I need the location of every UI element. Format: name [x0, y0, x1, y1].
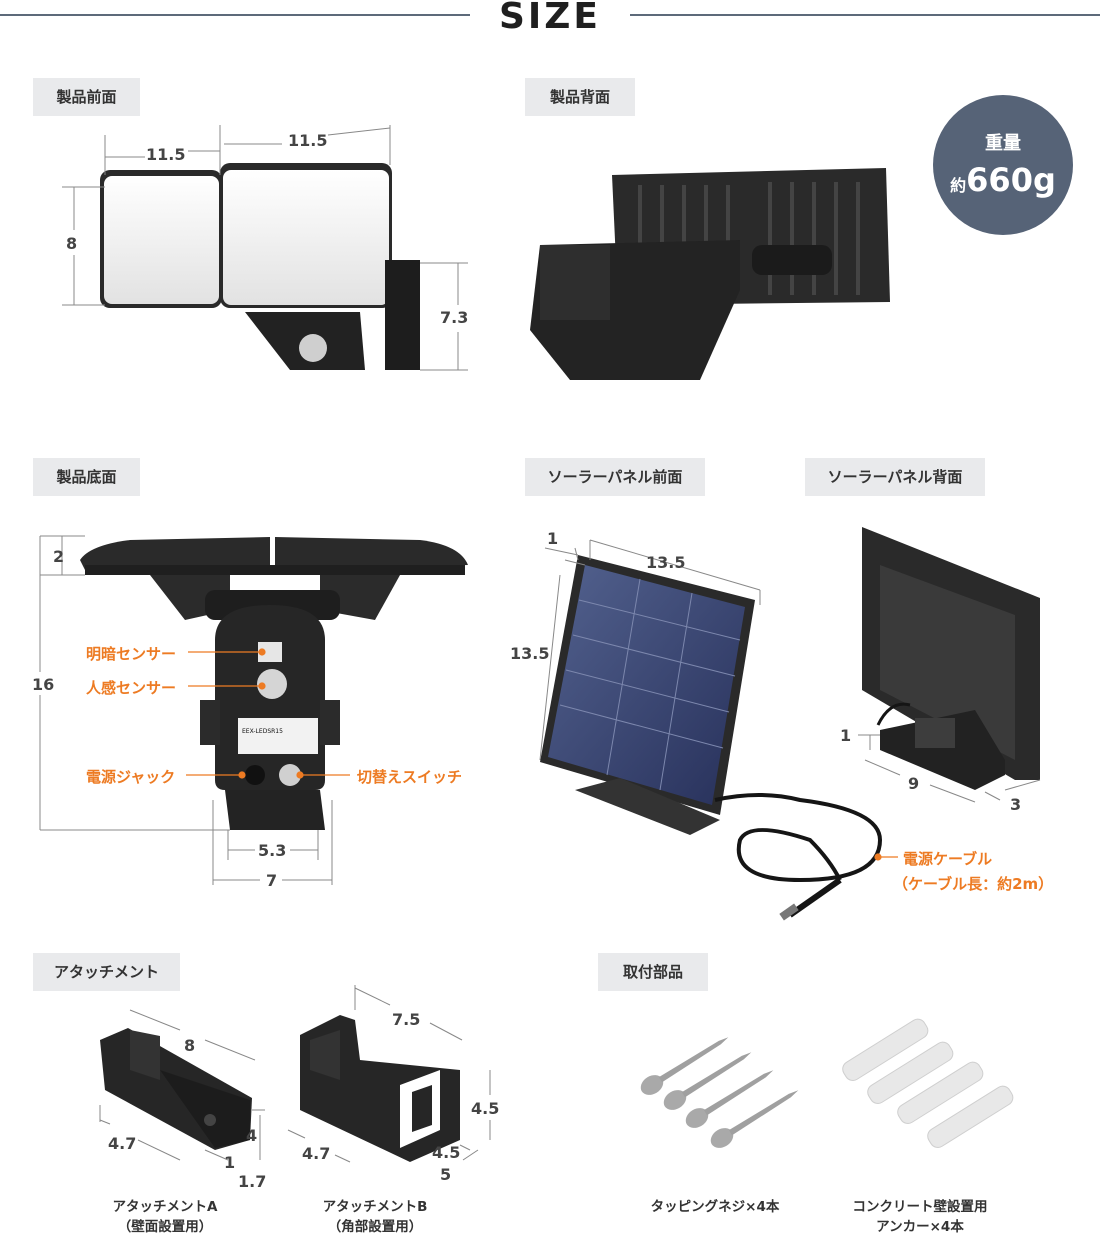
caption-attachment-a-use: （壁面設置用）: [117, 1219, 213, 1235]
dim-bottom-h: 16: [32, 675, 55, 694]
dim-att-a-b: 1.7: [238, 1172, 267, 1191]
callout-cable-length: （ケーブル長：約2m）: [893, 875, 1054, 893]
tag-bottom: 製品底面: [33, 458, 140, 496]
dim-panel-front-width: 13.5: [646, 553, 686, 572]
dim-panel-front-height: 13.5: [510, 644, 550, 663]
caption-attachment-b: アタッチメントB （角部設置用）: [300, 1197, 450, 1237]
screws-group: [640, 1037, 799, 1148]
tag-front: 製品前面: [33, 78, 140, 116]
dim-panel-back-d: 3: [1010, 795, 1022, 814]
caption-anchors-count: アンカー×4本: [876, 1219, 964, 1235]
dim-att-a-h: 4: [246, 1126, 258, 1145]
dim-att-a-t: 1: [224, 1153, 236, 1172]
dim-bottom-w2: 7: [266, 871, 278, 890]
attachment-a: [100, 1028, 252, 1150]
dim-att-b-w: 7.5: [392, 1010, 421, 1029]
tag-panel-front: ソーラーパネル前面: [525, 458, 705, 496]
caption-anchors-use: コンクリート壁設置用: [852, 1199, 988, 1215]
header-line-right: [630, 14, 1100, 16]
front-view-lamp: [100, 163, 420, 370]
callout-motion-sensor: 人感センサー: [86, 679, 177, 697]
caption-screws: タッピングネジ×4本: [630, 1197, 800, 1217]
anchors-group: [842, 1018, 1014, 1148]
callout-power-jack: 電源ジャック: [86, 768, 176, 786]
weight-label: 重量: [985, 133, 1021, 154]
dim-front-h: 8: [66, 234, 78, 253]
solar-panel-back: [862, 527, 1040, 790]
caption-attachment-b-use: （角部設置用）: [327, 1219, 423, 1235]
tag-parts: 取付部品: [598, 953, 708, 991]
dim-panel-front-thickness: 1: [547, 529, 559, 548]
dim-bottom-w1: 5.3: [258, 841, 287, 860]
weight-prefix: 約: [950, 176, 967, 195]
product-label-text: EEX-LEDSR15: [242, 728, 283, 735]
dim-att-a-w: 8: [184, 1036, 196, 1055]
callout-switch: 切替えスイッチ: [357, 768, 463, 786]
tag-back: 製品背面: [525, 78, 635, 116]
dim-bottom-top: 2: [53, 547, 65, 566]
dim-panel-back-h: 1: [840, 726, 852, 745]
solar-panel-front: [540, 555, 883, 921]
dim-att-a-d: 4.7: [108, 1134, 137, 1153]
callout-light-sensor: 明暗センサー: [86, 645, 177, 663]
weight-value: 660g: [966, 161, 1056, 199]
dim-front-w2: 11.5: [288, 131, 328, 150]
dim-panel-back-w: 9: [908, 774, 920, 793]
dim-att-b-i: 4.5: [432, 1143, 461, 1162]
caption-attachment-b-name: アタッチメントB: [322, 1199, 428, 1215]
bottom-view-lamp: [80, 537, 468, 830]
cable-callout-line: [874, 853, 898, 861]
dim-att-b-d: 4.7: [302, 1144, 331, 1163]
bottom-callout-lines: [186, 648, 350, 779]
dim-att-b-b: 5: [440, 1165, 452, 1184]
header-line-left: [0, 14, 470, 16]
weight-badge: 重量 約660g: [933, 95, 1073, 235]
callout-cable: 電源ケーブル: [903, 850, 993, 868]
tag-panel-back: ソーラーパネル背面: [805, 458, 985, 496]
tag-attachment: アタッチメント: [33, 953, 180, 991]
attachment-b: [300, 1015, 460, 1162]
caption-attachment-a-name: アタッチメントA: [112, 1199, 218, 1215]
caption-anchors: コンクリート壁設置用 アンカー×4本: [830, 1197, 1010, 1237]
caption-attachment-a: アタッチメントA （壁面設置用）: [90, 1197, 240, 1237]
back-view-lamp: [530, 168, 890, 380]
dim-att-b-h: 4.5: [471, 1099, 500, 1118]
dim-front-w1: 11.5: [146, 145, 186, 164]
page-title: SIZE: [498, 0, 602, 37]
dim-front-d: 7.3: [440, 308, 469, 327]
weight-value-wrap: 約660g: [933, 161, 1073, 199]
caption-screws-text: タッピングネジ×4本: [650, 1199, 780, 1215]
